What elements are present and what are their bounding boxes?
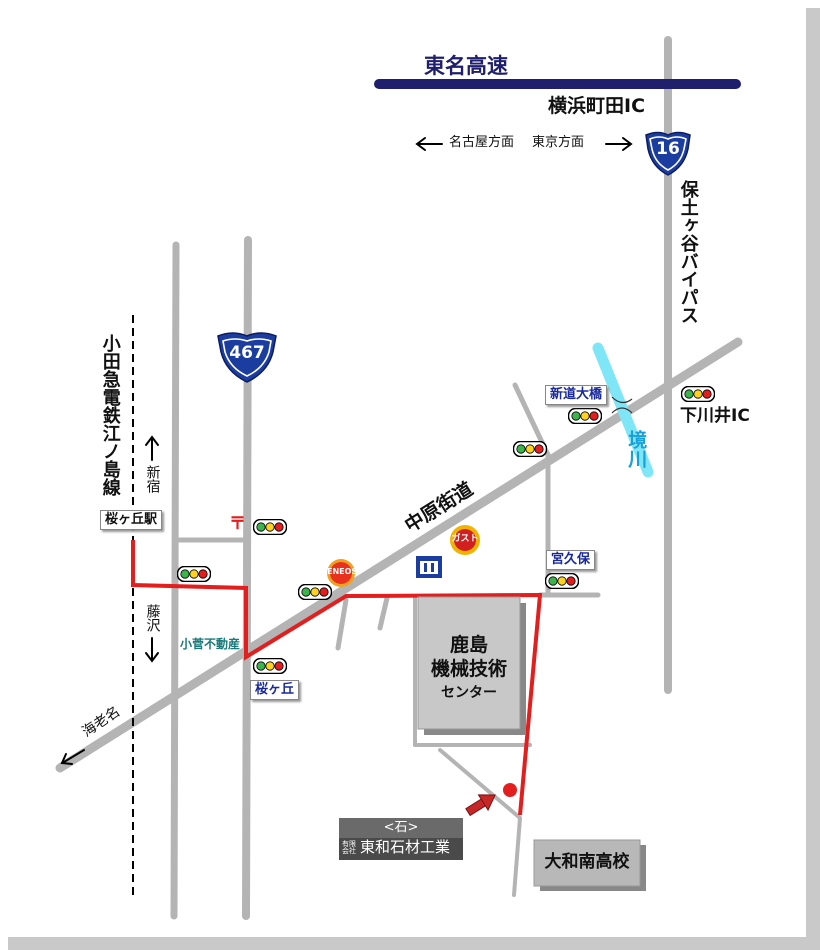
river-sakaigawa (592, 342, 654, 478)
traffic-signal-icon (253, 519, 287, 535)
shindo-ohashi-label: 新道大橋 (545, 385, 608, 406)
traffic-signal-icon (298, 584, 332, 600)
river-label: 境川 (625, 430, 648, 468)
eneos-logo-icon (327, 559, 355, 587)
eneos-text: ENEOS (327, 567, 358, 576)
destination-name-line2: 機械技術 (430, 658, 507, 680)
destination-name-line1: 鹿島 (449, 634, 488, 656)
arrow-south-head (145, 652, 159, 663)
company-sign-top (339, 818, 463, 838)
company-emblem: <石> (383, 820, 419, 835)
arrow-southwest-icon (63, 749, 85, 763)
frame-shadow-bottom (8, 937, 820, 950)
approach-arrow-icon (465, 794, 496, 817)
arrow-west-head (415, 137, 426, 151)
destination-building (417, 596, 521, 730)
company-name: 東和石材工業 (360, 838, 451, 856)
destination-name-line3: センター (441, 685, 497, 701)
road-school-south (512, 816, 522, 897)
road-branch-south-2 (377, 595, 390, 631)
frame-shadow-right (806, 8, 820, 950)
gusto-text: ガスト (451, 534, 479, 544)
route467-number: 467 (229, 343, 265, 363)
route467-shield-icon (217, 332, 277, 383)
traffic-signal-icon (253, 658, 287, 674)
realtor-label: 小菅不動産 (180, 637, 241, 651)
shimokawai-ic-label: 下川井IC (680, 406, 750, 426)
traffic-signal-icon (681, 386, 715, 402)
route16-number: 16 (656, 139, 680, 159)
miyakubo-label: 宮久保 (546, 550, 596, 571)
sakuragaoka-label: 桜ヶ丘 (250, 680, 300, 701)
highway-name: 東名高速 (424, 54, 508, 78)
direction-south: 藤沢 (144, 604, 161, 632)
road-diagonal-lane (438, 748, 522, 820)
company-type: 有限会社 (342, 840, 356, 856)
arrow-southwest-head (60, 753, 73, 765)
access-route (131, 540, 543, 816)
school-sign (533, 839, 641, 887)
goal-marker (503, 783, 517, 797)
traffic-signal-icon (177, 566, 211, 582)
bypass-label: 保土ヶ谷バイパス (677, 180, 699, 324)
road-branch-south-1 (335, 597, 349, 651)
railway-label: 小田急電鉄江ノ島線 (99, 334, 121, 496)
school-name: 大和南高校 (544, 852, 630, 872)
road-west-vertical (170, 241, 180, 920)
direction-west: 名古屋方面 (449, 135, 515, 150)
post-office-icon: 〒 (229, 514, 246, 534)
direction-east: 東京方面 (532, 135, 585, 150)
arrow-east-head (622, 137, 633, 151)
route16-shield-icon (645, 131, 691, 176)
bank-icon (416, 556, 442, 578)
station-label: 桜ヶ丘駅 (100, 510, 163, 531)
arrow-north-head (145, 435, 159, 446)
bridge-symbol (611, 396, 633, 414)
traffic-signal-icon (568, 408, 602, 424)
traffic-signal-icon (545, 573, 579, 589)
gusto-logo-icon (450, 525, 480, 555)
traffic-signal-icon (513, 441, 547, 457)
road-nakahara-kaido (55, 337, 743, 773)
highway-ic: 横浜町田IC (548, 95, 646, 117)
direction-north: 新宿 (144, 465, 161, 493)
